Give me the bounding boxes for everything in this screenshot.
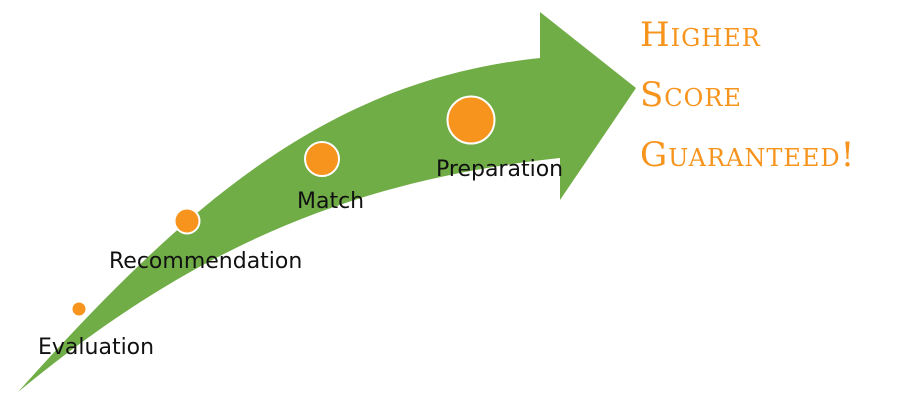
tagline-line-2: Score (640, 75, 742, 115)
step-label-preparation: Preparation (436, 157, 563, 182)
step-label-match: Match (297, 189, 364, 214)
tagline: Higher Score Guaranteed! (640, 15, 855, 175)
tagline-line-3: Guaranteed! (640, 135, 855, 175)
step-marker-match (304, 141, 340, 177)
step-marker-preparation (446, 95, 496, 145)
step-marker-recommendation (173, 207, 201, 235)
step-marker-evaluation (70, 300, 88, 318)
step-label-evaluation: Evaluation (38, 335, 154, 360)
tagline-line-1: Higher (640, 15, 761, 55)
step-label-recommendation: Recommendation (109, 249, 302, 274)
